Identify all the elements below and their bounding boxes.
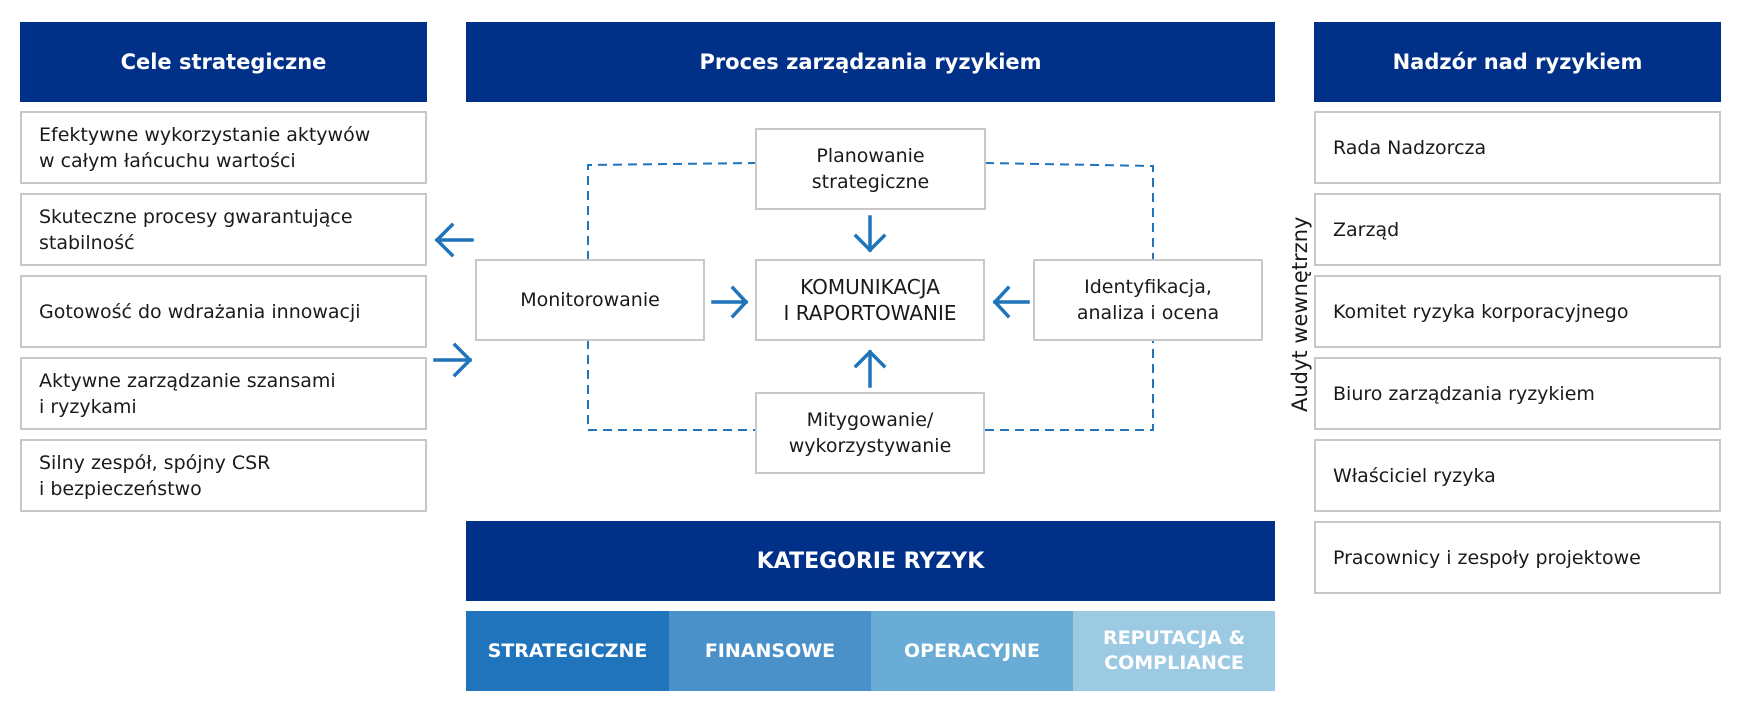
strategic-goals-header: Cele strategiczne <box>20 22 427 102</box>
internal-audit-label: Audyt wewnętrzny <box>1288 216 1312 412</box>
mitigation-line1: Mitygowanie/ <box>806 409 934 431</box>
category-label: STRATEGICZNE <box>487 639 648 662</box>
oversight-item: Rada Nadzorcza <box>1314 111 1721 184</box>
goal-text-line2: w całym łańcuchu wartości <box>39 149 296 172</box>
oversight-item: Biuro zarządzania ryzykiem <box>1314 357 1721 430</box>
goal-text-line1: Aktywne zarządzanie szansami <box>39 369 336 392</box>
strategic-planning-box: Planowanie strategiczne <box>755 128 986 210</box>
strategic-goal-item: Aktywne zarządzanie szansami i ryzykami <box>20 357 427 430</box>
monitoring-box: Monitorowanie <box>475 259 705 341</box>
arrow-left-icon <box>434 222 474 258</box>
risk-process-title: Proces zarządzania ryzykiem <box>699 50 1042 74</box>
goal-text-line2: i ryzykami <box>39 395 137 418</box>
oversight-item: Zarząd <box>1314 193 1721 266</box>
dashed-loop-top-right <box>984 162 1154 260</box>
arrow-up-icon <box>853 349 887 388</box>
identification-line1: Identyfikacja, <box>1084 276 1212 298</box>
mitigation-box: Mitygowanie/wykorzystywanie <box>755 392 985 474</box>
goal-text-line1: Efektywne wykorzystanie aktywów <box>39 123 371 146</box>
strategic-goal-item: Gotowość do wdrażania innowacji <box>20 275 427 348</box>
dashed-loop-bottom-left <box>587 340 755 431</box>
strategic-goal-item: Skuteczne procesy gwarantujące stabilność <box>20 193 427 266</box>
category-reputation-compliance: REPUTACJA & COMPLIANCE <box>1073 611 1275 691</box>
category-label-line2: COMPLIANCE <box>1104 652 1244 674</box>
risk-oversight-title: Nadzór nad ryzykiem <box>1392 50 1643 74</box>
oversight-label: Rada Nadzorcza <box>1333 136 1487 159</box>
category-label: FINANSOWE <box>704 639 836 662</box>
communication-line1: KOMUNIKACJA <box>800 275 940 299</box>
oversight-label: Biuro zarządzania ryzykiem <box>1333 382 1595 405</box>
oversight-label: Właściciel ryzyka <box>1333 464 1496 487</box>
monitoring-label: Monitorowanie <box>520 289 660 311</box>
arrow-left-icon <box>992 285 1030 319</box>
oversight-item: Pracownicy i zespoły projektowe <box>1314 521 1721 594</box>
risk-categories-header: KATEGORIE RYZYK <box>466 521 1275 601</box>
planning-line2: strategiczne <box>811 171 930 193</box>
strategic-goal-item: Silny zespół, spójny CSR i bezpieczeństwo <box>20 439 427 512</box>
identification-box: Identyfikacja, analiza i ocena <box>1033 259 1263 341</box>
planning-line1: Planowanie <box>816 145 925 167</box>
goal-text-line1: Skuteczne procesy gwarantujące <box>39 205 353 228</box>
category-operational: OPERACYJNE <box>871 611 1073 691</box>
goal-text-line2: i bezpieczeństwo <box>39 477 202 500</box>
oversight-label: Pracownicy i zespoły projektowe <box>1333 546 1641 569</box>
dashed-loop-bottom-right <box>985 340 1154 431</box>
arrow-right-icon <box>711 285 749 319</box>
arrow-right-icon <box>433 342 473 378</box>
mitigation-line2: wykorzystywanie <box>788 435 952 457</box>
risk-categories-title: KATEGORIE RYZYK <box>756 548 985 574</box>
oversight-item: Właściciel ryzyka <box>1314 439 1721 512</box>
dashed-loop-top-left <box>587 162 756 260</box>
goal-text-line2: stabilność <box>39 231 135 254</box>
identification-line2: analiza i ocena <box>1076 302 1220 324</box>
oversight-item: Komitet ryzyka korporacyjnego <box>1314 275 1721 348</box>
risk-process-header: Proces zarządzania ryzykiem <box>466 22 1275 102</box>
category-strategic: STRATEGICZNE <box>466 611 669 691</box>
oversight-label: Komitet ryzyka korporacyjnego <box>1333 300 1629 323</box>
goal-text-line1: Gotowość do wdrażania innowacji <box>39 300 361 323</box>
category-label: OPERACYJNE <box>903 639 1041 662</box>
communication-line2: I RAPORTOWANIE <box>783 301 957 325</box>
risk-oversight-header: Nadzór nad ryzykiem <box>1314 22 1721 102</box>
arrow-down-icon <box>853 215 887 253</box>
goal-text-line1: Silny zespół, spójny CSR <box>39 451 271 474</box>
strategic-goals-title: Cele strategiczne <box>120 50 327 74</box>
category-financial: FINANSOWE <box>669 611 871 691</box>
category-label-line1: REPUTACJA & <box>1102 627 1246 649</box>
strategic-goal-item: Efektywne wykorzystanie aktywów w całym ł… <box>20 111 427 184</box>
oversight-label: Zarząd <box>1333 218 1400 241</box>
